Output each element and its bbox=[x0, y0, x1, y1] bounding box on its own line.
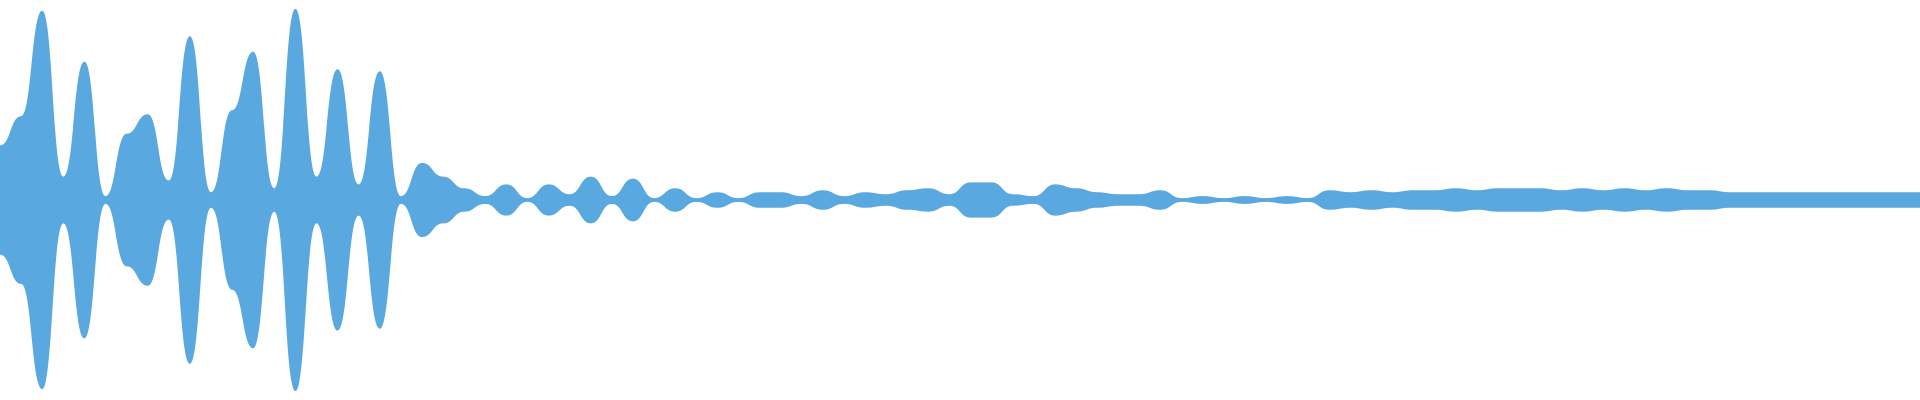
waveform-shape bbox=[0, 8, 1920, 392]
